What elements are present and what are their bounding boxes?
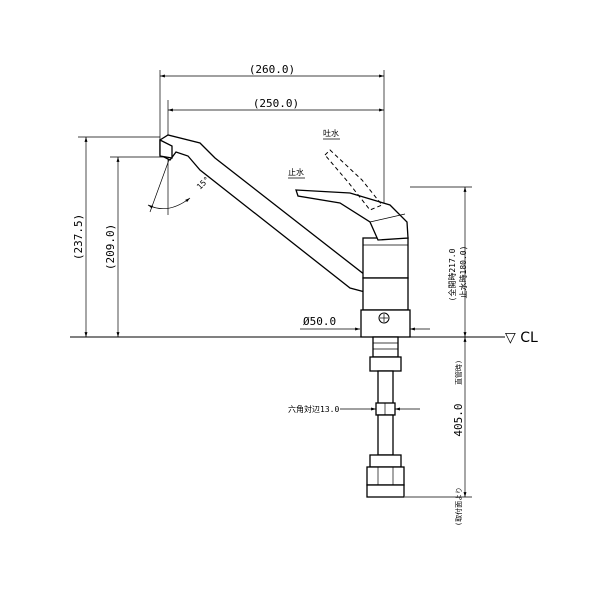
overall-height-label: (237.5): [72, 214, 85, 260]
hex-across-flats-label: 六角対辺13.0: [288, 404, 339, 414]
pipe-coupling: [369, 454, 402, 468]
handle-closed: [295, 189, 409, 241]
faucet-body-upper: [362, 237, 409, 279]
lock-nut: [369, 356, 402, 372]
stop-water-label: 止水: [288, 167, 304, 177]
faucet-body-middle: [362, 277, 409, 311]
supply-pipe-lower: [377, 414, 394, 456]
pipe-end-fitting: [366, 484, 405, 498]
spout-reach-label: (250.0): [253, 97, 299, 110]
supply-pipe-note-1: (取付面より: [454, 487, 463, 526]
faucet-base: [360, 309, 411, 338]
spray-angle-arc: [147, 197, 191, 210]
base-fixing-hole: [378, 312, 390, 324]
handle-closed-height-label: 止水時180.0): [458, 246, 468, 299]
pipe-end-nut: [366, 466, 405, 486]
spray-angle-line: [149, 156, 171, 213]
hex-fitting: [375, 402, 396, 416]
total-reach-label: (260.0): [249, 63, 295, 76]
centerline-label: ▽ CL: [505, 330, 538, 346]
handle-detail-line: [369, 213, 406, 223]
spout: [159, 134, 366, 293]
handle-open-height-label: (全開時217.0: [447, 248, 457, 301]
handle-open-dashed: [324, 149, 383, 211]
spout-water-label: 吐水: [323, 128, 339, 138]
spout-height-label: (209.0): [104, 224, 117, 270]
spout-outlet: [159, 138, 173, 159]
supply-pipe-note-2: 直管時): [454, 360, 463, 385]
mounting-shank: [372, 336, 399, 358]
supply-pipe-length-label: 405.0: [452, 403, 465, 436]
base-diameter-label: Ø50.0: [303, 315, 336, 328]
supply-pipe-upper: [377, 370, 394, 407]
